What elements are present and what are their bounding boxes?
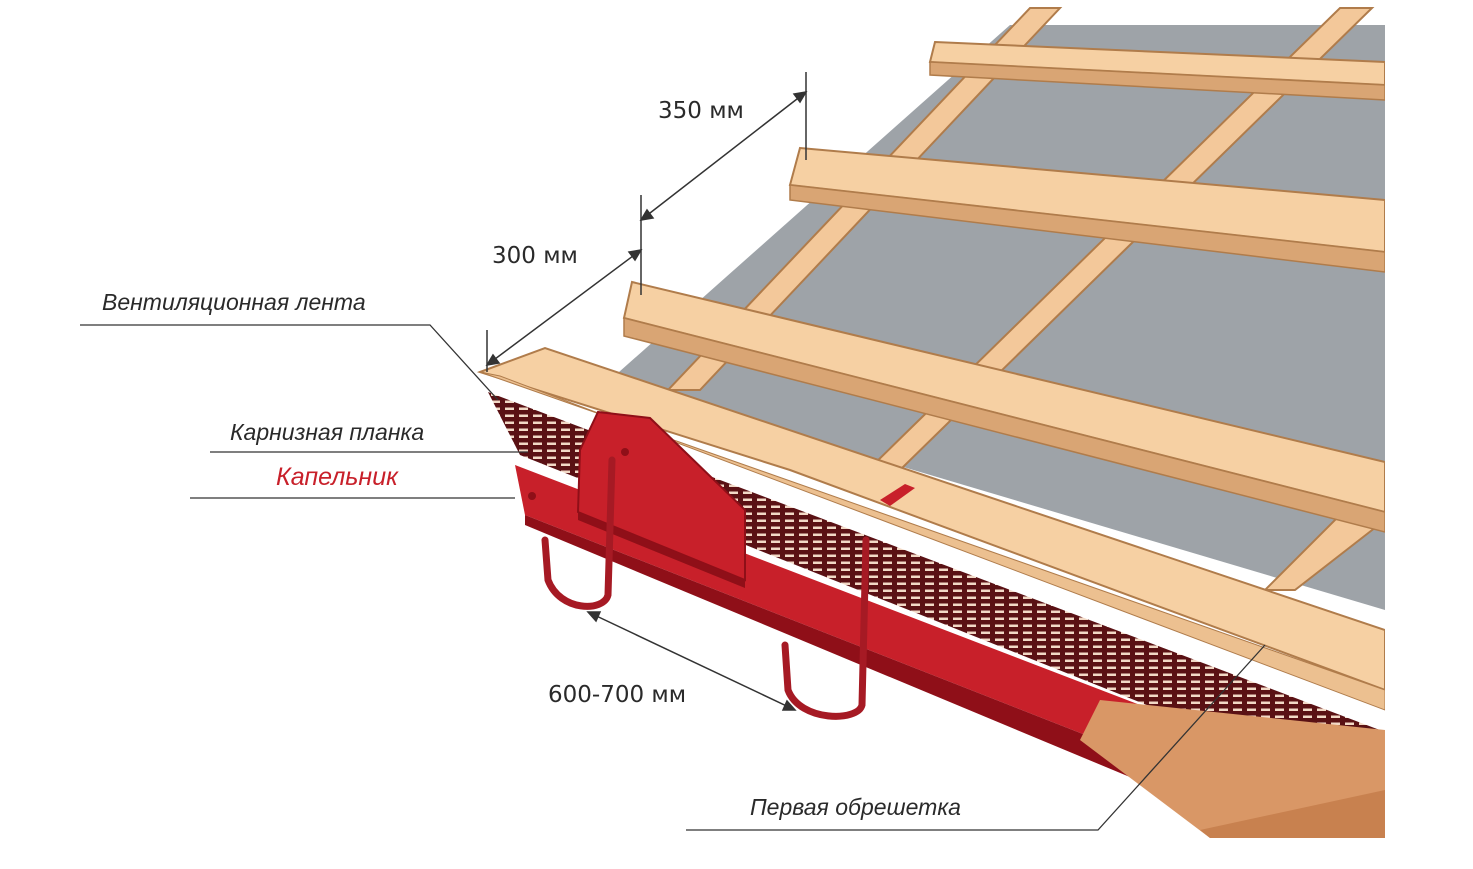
batten-top bbox=[928, 40, 1385, 101]
nail-mark bbox=[880, 484, 915, 506]
dim-600-label: 600-700 мм bbox=[548, 682, 686, 708]
label-eaves-strip: Карнизная планка bbox=[230, 419, 424, 445]
batten-first bbox=[476, 346, 1385, 711]
gutter-hook-1 bbox=[541, 456, 616, 610]
fascia-board bbox=[1080, 700, 1385, 838]
label-drip-edge: Капельник bbox=[276, 463, 399, 491]
dim-line-350 bbox=[640, 91, 807, 221]
dim-350-label: 350 мм bbox=[658, 98, 744, 124]
drip-clip bbox=[528, 410, 746, 588]
dimension-lines bbox=[485, 72, 808, 711]
gutter-hook-2 bbox=[781, 536, 870, 720]
batten-second bbox=[788, 146, 1385, 273]
gutter-hooks bbox=[541, 456, 870, 720]
batten-third bbox=[622, 280, 1385, 533]
leader-lines bbox=[80, 324, 1266, 831]
fascia-board-front bbox=[1200, 790, 1385, 838]
label-first-batten: Первая обрешетка bbox=[750, 794, 961, 820]
leader-vent-tape bbox=[80, 324, 499, 401]
label-vent-tape: Вентиляционная лента bbox=[102, 289, 366, 315]
dim-line-300 bbox=[486, 249, 642, 366]
leader-first-batten bbox=[686, 644, 1266, 831]
dim-line-600 bbox=[587, 611, 796, 711]
dim-300-label: 300 мм bbox=[492, 243, 578, 269]
